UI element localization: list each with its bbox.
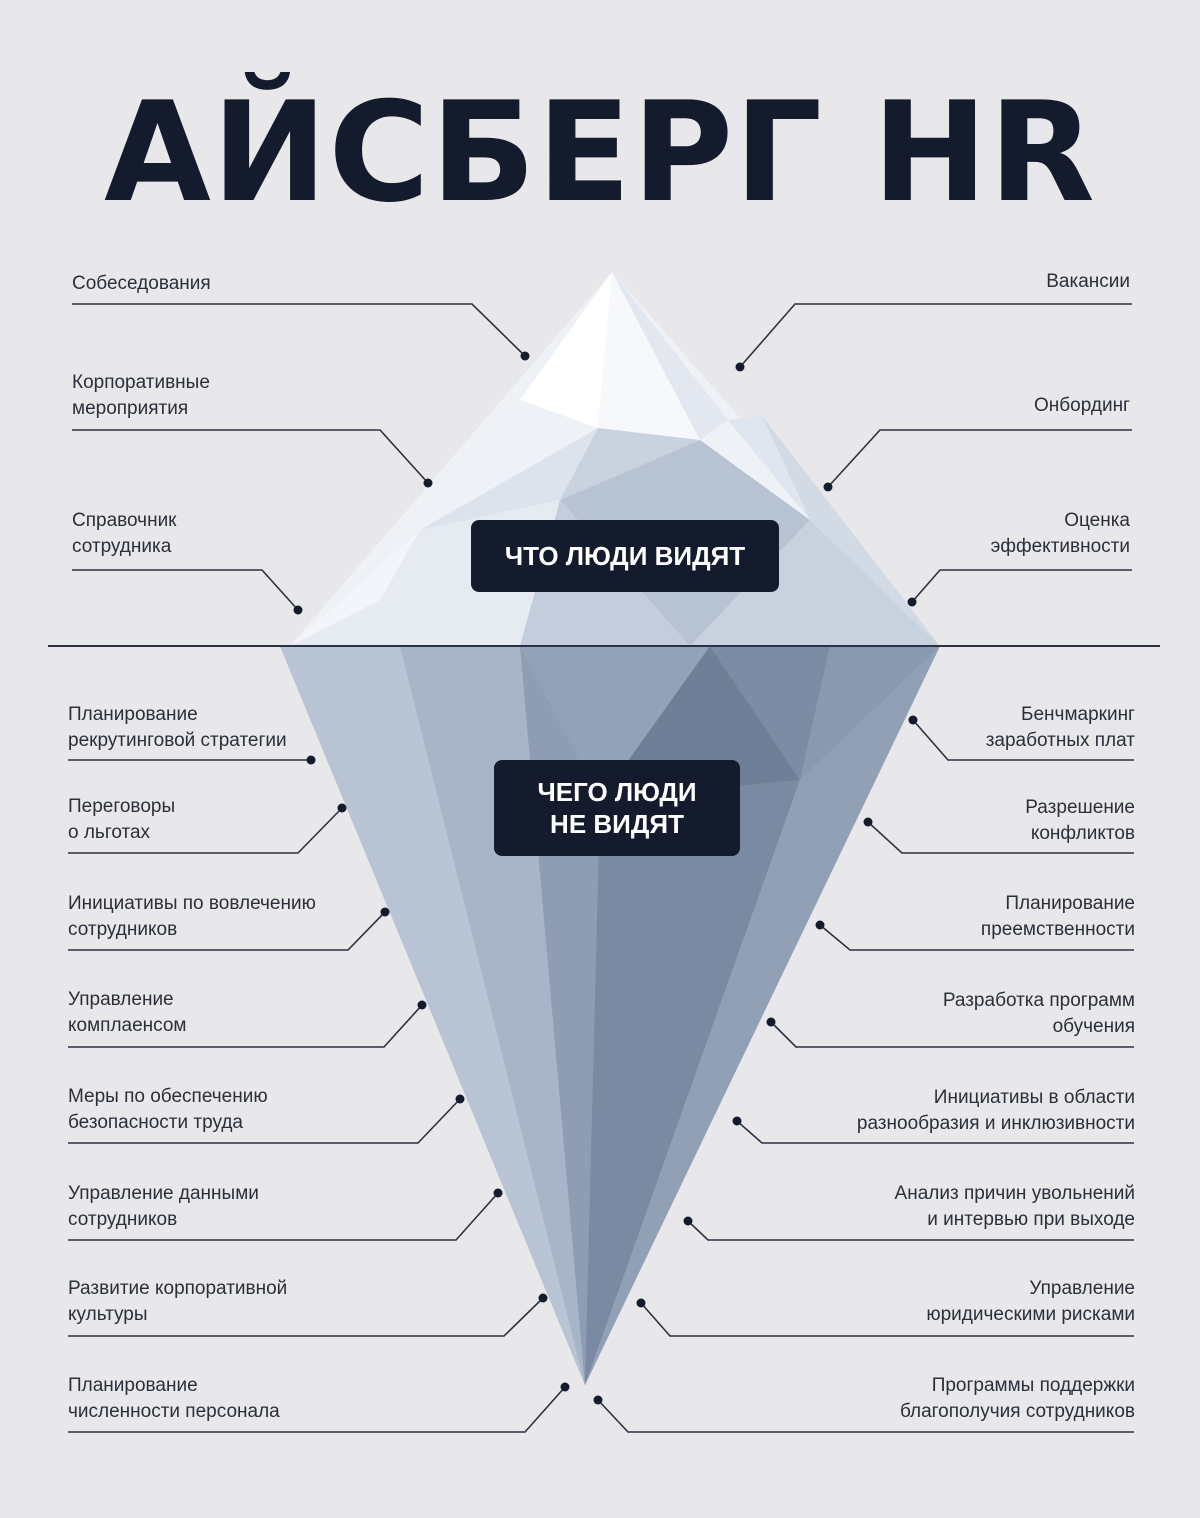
leader-dot bbox=[636, 1298, 646, 1308]
leader-line bbox=[911, 569, 1132, 603]
page-title: АЙСБЕРГ HR bbox=[104, 72, 1096, 233]
visible-badge-label: ЧТО ЛЮДИ ВИДЯТ bbox=[504, 541, 746, 571]
leader-dot bbox=[538, 1293, 548, 1303]
leader-line bbox=[72, 303, 526, 357]
leader-dot bbox=[815, 920, 825, 930]
visible-right-item: Онбординг bbox=[1034, 395, 1130, 416]
leader-line bbox=[72, 569, 299, 611]
leader-lines bbox=[68, 303, 1134, 1433]
leader-dot bbox=[493, 1188, 503, 1198]
visible-left-item: Справочник сотрудника bbox=[72, 510, 177, 557]
leader-line bbox=[72, 429, 429, 484]
leader-dot bbox=[683, 1216, 693, 1226]
visible-badge: ЧТО ЛЮДИ ВИДЯТ bbox=[471, 520, 779, 592]
hidden-right-item: Программы поддержки благополучия сотрудн… bbox=[899, 1375, 1135, 1422]
leader-line bbox=[827, 429, 1132, 488]
leader-line bbox=[68, 1192, 499, 1241]
leader-line bbox=[68, 911, 386, 951]
visible-right-item: Оценка эффективности bbox=[990, 510, 1130, 557]
leader-line bbox=[770, 1021, 1134, 1048]
leader-dot bbox=[863, 817, 873, 827]
hidden-right-item: Разработка программ обучения bbox=[942, 990, 1135, 1037]
leader-dot bbox=[306, 755, 316, 765]
hidden-left-item: Управление комплаенсом bbox=[68, 989, 187, 1036]
leader-line bbox=[640, 1302, 1134, 1337]
leader-dot bbox=[417, 1000, 427, 1010]
leader-dot bbox=[560, 1382, 570, 1392]
leader-dot bbox=[380, 907, 390, 917]
leader-dot bbox=[293, 605, 303, 615]
leader-dots bbox=[293, 351, 918, 1405]
iceberg-underwater bbox=[280, 646, 940, 1385]
leader-dot bbox=[766, 1017, 776, 1027]
leader-dot bbox=[735, 362, 745, 372]
leader-line bbox=[736, 1120, 1134, 1144]
hidden-left-item: Планирование численности персонала bbox=[68, 1375, 280, 1422]
leader-dot bbox=[823, 482, 833, 492]
leader-line bbox=[68, 1386, 566, 1433]
leader-line bbox=[68, 1098, 461, 1144]
hidden-left-item: Переговоры о льготах bbox=[68, 796, 176, 843]
hidden-badge: ЧЕГО ЛЮДИ НЕ ВИДЯТ bbox=[494, 760, 740, 856]
leader-line bbox=[68, 807, 343, 854]
leader-line bbox=[819, 924, 1134, 951]
hidden-right-item: Планирование преемственности bbox=[980, 893, 1135, 940]
visible-left-item: Собеседования bbox=[72, 273, 211, 294]
leader-line bbox=[68, 1004, 423, 1048]
hidden-badge-line2: НЕ ВИДЯТ bbox=[550, 809, 684, 839]
visible-left-item: Корпоративные мероприятия bbox=[72, 372, 210, 419]
hidden-right-item: Анализ причин увольнений и интервью при … bbox=[894, 1183, 1135, 1230]
leader-line bbox=[912, 719, 1134, 761]
hidden-badge-line1: ЧЕГО ЛЮДИ bbox=[537, 777, 697, 807]
leader-dot bbox=[337, 803, 347, 813]
leader-line bbox=[597, 1399, 1134, 1433]
hidden-left-item: Развитие корпоративной культуры bbox=[68, 1278, 288, 1325]
leader-dot bbox=[593, 1395, 603, 1405]
leader-dot bbox=[423, 478, 433, 488]
leader-dot bbox=[455, 1094, 465, 1104]
leader-line bbox=[867, 821, 1134, 854]
leader-dot bbox=[907, 597, 917, 607]
leader-dot bbox=[732, 1116, 742, 1126]
hidden-right-item: Разрешение конфликтов bbox=[1025, 797, 1135, 844]
hidden-right-item: Управление юридическими рисками bbox=[926, 1278, 1135, 1325]
hidden-right-item: Инициативы в области разнообразия и инкл… bbox=[856, 1087, 1135, 1134]
hidden-left-item: Инициативы по вовлечению сотрудников bbox=[68, 893, 316, 940]
leader-dot bbox=[908, 715, 918, 725]
leader-dot bbox=[520, 351, 530, 361]
hidden-left-item: Меры по обеспечению безопасности труда bbox=[68, 1086, 268, 1133]
leader-line bbox=[687, 1220, 1134, 1241]
hidden-left-item: Управление данными сотрудников bbox=[68, 1183, 259, 1230]
leader-line bbox=[68, 1297, 544, 1337]
hidden-left-item: Планирование рекрутинговой стратегии bbox=[68, 704, 287, 751]
hidden-right-item: Бенчмаркинг заработных плат bbox=[985, 704, 1135, 751]
visible-right-item: Вакансии bbox=[1046, 271, 1130, 292]
leader-line bbox=[739, 303, 1132, 368]
